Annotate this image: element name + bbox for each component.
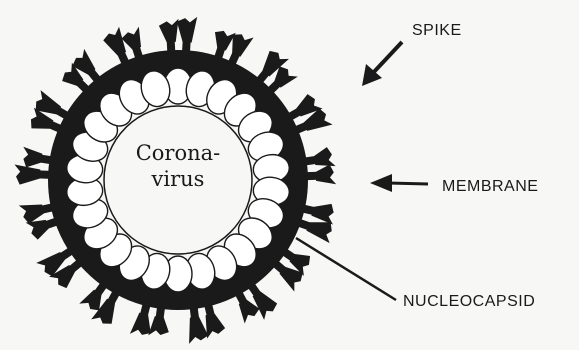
membrane-arrow: [370, 174, 428, 192]
virus-name-label: Corona- virus: [118, 140, 238, 192]
nucleocapsid-pointer: [296, 238, 396, 300]
membrane-label: MEMBRANE: [442, 178, 538, 196]
virus-name-line2: virus: [118, 166, 238, 192]
spike-label: SPIKE: [412, 22, 462, 40]
nucleocapsid-label: NUCLEOCAPSID: [403, 293, 535, 311]
virus-name-line1: Corona-: [118, 140, 238, 166]
spike-arrow: [362, 42, 402, 86]
